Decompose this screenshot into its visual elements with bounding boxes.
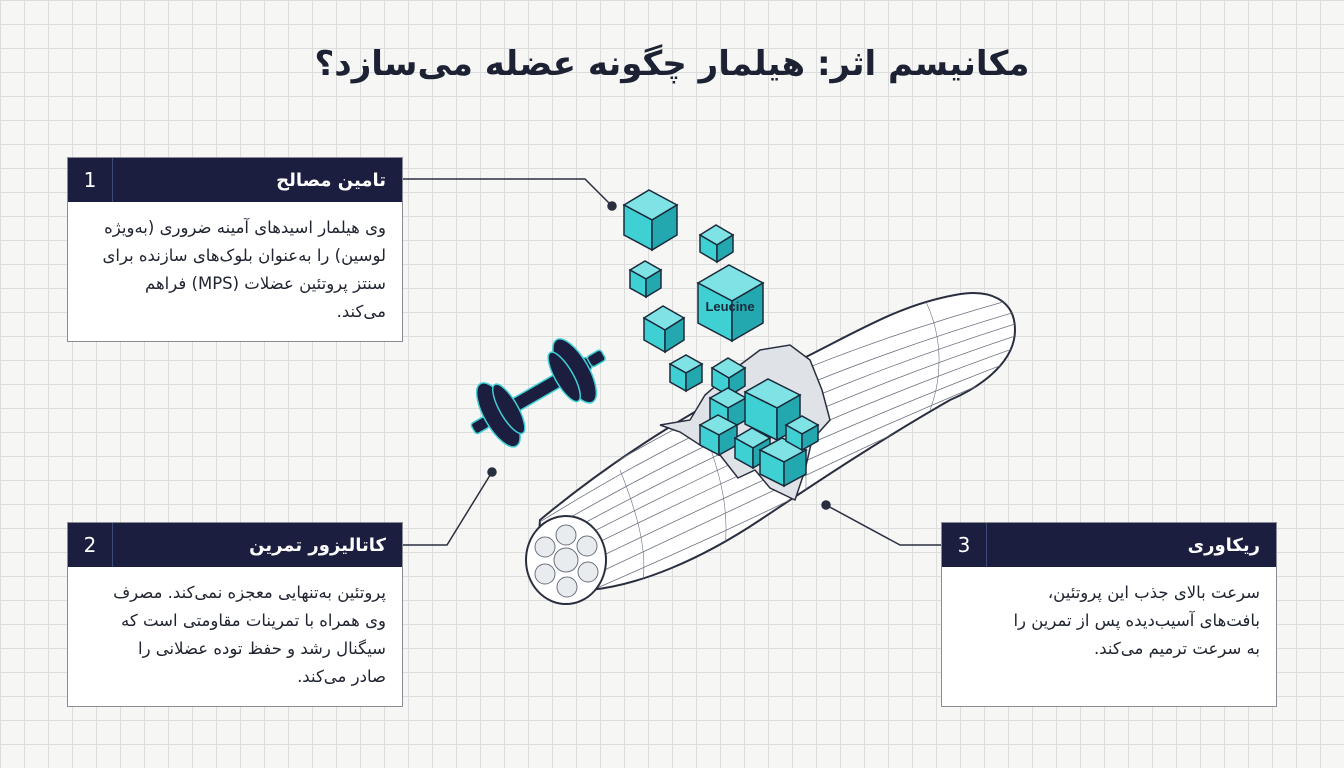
card-number: 2 (68, 523, 113, 567)
card-line: پروتئین به‌تنهایی معجزه نمی‌کند. مصرف (113, 583, 386, 602)
connector-lines (403, 178, 941, 546)
card-line: وی هیلمار اسیدهای آمینه ضروری (به‌ویژه (104, 218, 386, 237)
card-line: سرعت بالای جذب این پروتئین، (1047, 583, 1260, 602)
card-title: کاتالیزور تمرین (249, 534, 386, 556)
card-line: سیگنال رشد و حفظ توده عضلانی را (137, 639, 386, 658)
dumbbell-icon (470, 338, 606, 448)
card-number: 1 (68, 158, 113, 202)
page-title: مکانیسم اثر: هیلمار چگونه عضله می‌سازد؟ (314, 44, 1030, 84)
card-line: بافت‌های آسیب‌دیده پس از تمرین را (1013, 611, 1260, 630)
amino-acid-cube-icon (622, 189, 679, 252)
connector-card1 (403, 178, 613, 207)
card-header: 1 تامین مصالح (68, 158, 402, 202)
card-number: 3 (942, 523, 987, 567)
card-line: سنتز پروتئین عضلات (MPS) فراهم (145, 274, 386, 293)
card-title: ریکاوری (1187, 534, 1260, 556)
connector-card3 (825, 504, 941, 546)
leucine-label: Leucine (705, 299, 755, 314)
card-line: می‌کند. (336, 302, 386, 321)
card-header: 3 ریکاوری (942, 523, 1276, 567)
card-body: وی هیلمار اسیدهای آمینه ضروری (به‌ویژه ل… (68, 202, 402, 336)
card-line: صادر می‌کند. (297, 667, 386, 686)
info-card-catalyst: 2 کاتالیزور تمرین پروتئین به‌تنهایی معجز… (67, 522, 403, 707)
card-header: 2 کاتالیزور تمرین (68, 523, 402, 567)
connector-card2 (403, 471, 493, 546)
info-card-recovery: 3 ریکاوری سرعت بالای جذب این پروتئین، با… (941, 522, 1277, 707)
info-card-supply: 1 تامین مصالح وی هیلمار اسیدهای آمینه ضر… (67, 157, 403, 342)
leucine-cube (696, 264, 765, 343)
card-title: تامین مصالح (276, 169, 386, 191)
card-line: لوسین) را به‌عنوان بلوک‌های سازنده برای (102, 246, 386, 265)
card-body: پروتئین به‌تنهایی معجزه نمی‌کند. مصرف وی… (68, 567, 402, 701)
card-line: وی همراه با تمرینات مقاومتی است که (121, 611, 386, 630)
card-line: به سرعت ترمیم می‌کند. (1094, 639, 1260, 658)
card-body: سرعت بالای جذب این پروتئین، بافت‌های آسی… (942, 567, 1276, 673)
amino-acid-cubes (622, 189, 820, 488)
